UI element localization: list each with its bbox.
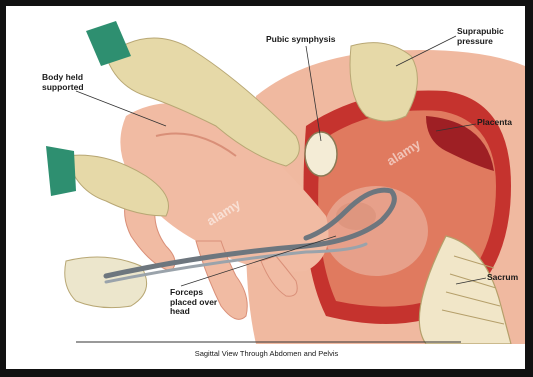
label-forceps: Forceps placed over head (170, 288, 217, 317)
label-sacrum: Sacrum (487, 273, 518, 283)
label-suprapubic-pressure: Suprapubic pressure (457, 27, 504, 46)
glove-suprapubic (350, 43, 417, 121)
label-placenta: Placenta (477, 118, 512, 128)
label-pubic-symphysis: Pubic symphysis (266, 35, 335, 45)
fetal-head (324, 186, 428, 276)
sleeve-lower (46, 146, 76, 196)
label-body-held: Body held supported (42, 73, 84, 92)
figure-caption: Sagittal View Through Abdomen and Pelvis (0, 349, 533, 358)
sagittal-illustration (6, 6, 525, 344)
